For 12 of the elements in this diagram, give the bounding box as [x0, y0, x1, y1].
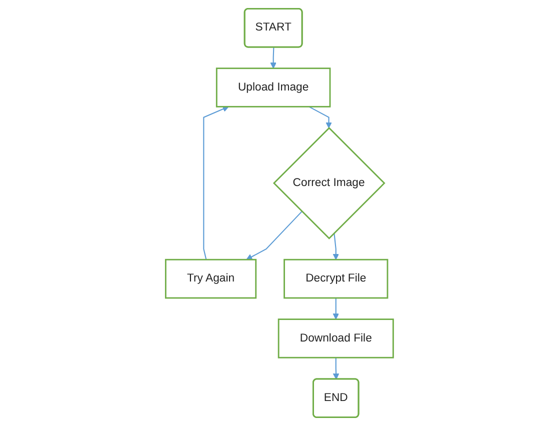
arrow — [332, 232, 340, 260]
arrow — [246, 211, 302, 260]
node-box: Decrypt File — [284, 258, 388, 299]
node-box: Download File — [278, 318, 394, 358]
arrow — [308, 106, 332, 128]
arrow — [332, 298, 340, 320]
node-box: Upload Image — [216, 68, 331, 108]
arrow — [270, 47, 277, 69]
node-box: Try Again — [165, 258, 257, 299]
node-diamond: Correct Image — [273, 127, 386, 240]
arrow — [203, 106, 229, 260]
arrow — [333, 358, 340, 380]
